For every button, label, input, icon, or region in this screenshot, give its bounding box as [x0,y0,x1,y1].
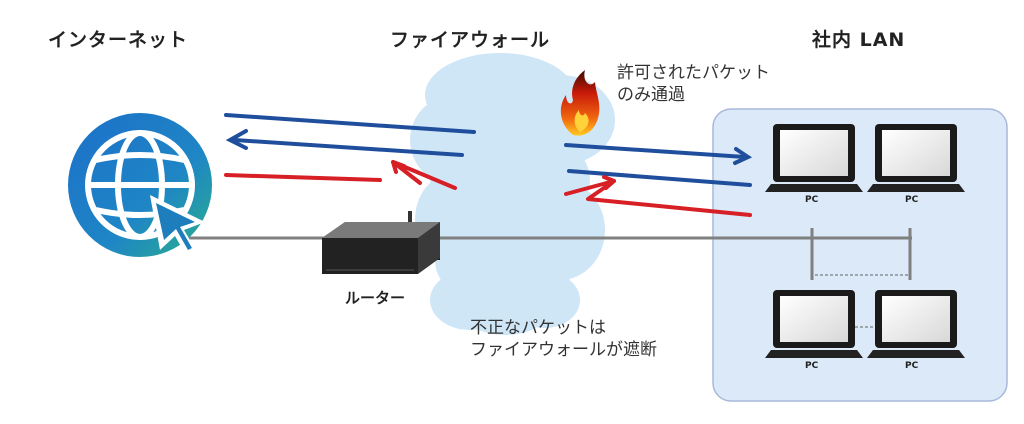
fire-icon [560,70,600,136]
router-label: ルーター [345,289,406,307]
blocked-note-line1: 不正なパケットは [470,318,606,338]
allowed-note: 許可されたパケット のみ通過 [617,62,770,106]
allowed-note-line1: 許可されたパケット [617,63,770,83]
lan-label: 社内 LAN [812,29,906,51]
firewall-cloud [410,53,615,335]
laptop-icon [765,290,863,358]
blocked-note-line2: ファイアウォールが遮断 [470,340,657,360]
pc-label: PC [905,195,919,205]
laptop-icon [765,124,863,192]
network-line [178,228,912,280]
laptop-icon [867,290,965,358]
allowed-packet-arrows [224,113,753,187]
firewall-label: ファイアウォール [390,29,551,51]
blocked-packet-arrows [224,160,752,217]
router-icon [322,211,440,274]
internet-label: インターネット [48,29,189,51]
allowed-note-line2: のみ通過 [617,85,685,105]
globe-cursor-icon [68,113,212,257]
blocked-note: 不正なパケットは ファイアウォールが遮断 [470,317,657,361]
pc-label: PC [905,361,919,371]
laptop-icon [867,124,965,192]
pc-label: PC [805,195,819,205]
pc-label: PC [805,361,819,371]
